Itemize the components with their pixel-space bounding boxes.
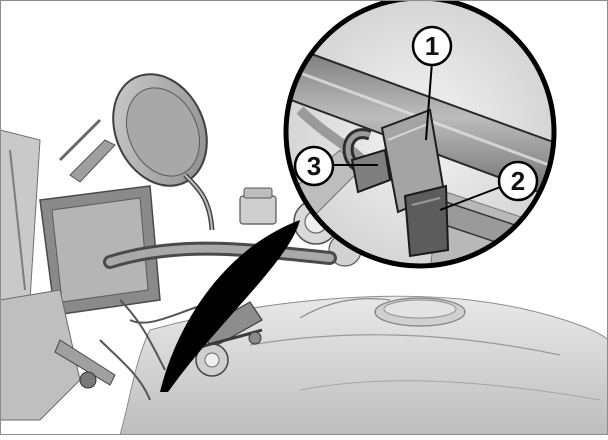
callout-3: 3 xyxy=(293,145,378,187)
callout-2: 2 xyxy=(439,160,539,211)
callout-1: 1 xyxy=(411,25,453,141)
callout-2-label: 2 xyxy=(511,166,525,196)
callout-3-label: 3 xyxy=(307,151,321,181)
motorcycle-scene xyxy=(0,73,608,436)
callout-1-label: 1 xyxy=(425,31,439,61)
magnifier-pointer xyxy=(160,220,300,392)
